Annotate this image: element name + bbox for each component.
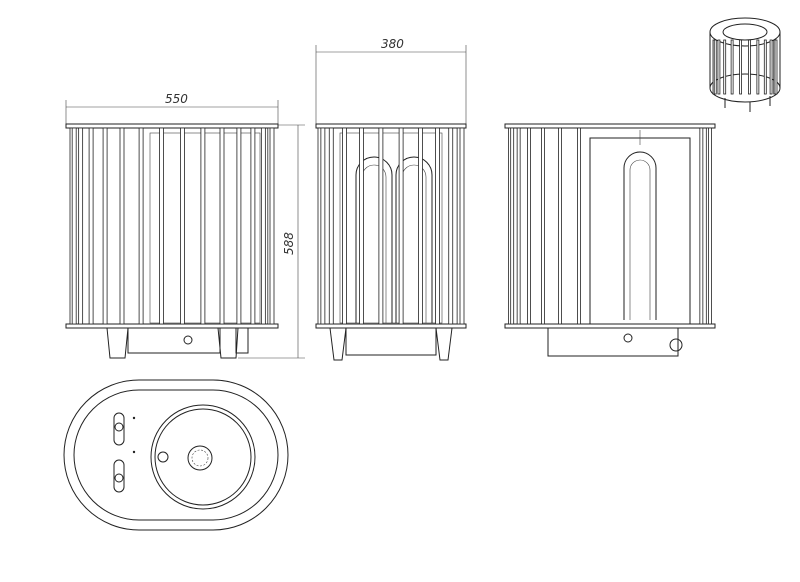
cage-bar [756,39,760,95]
slot [113,412,125,446]
cage-bar [260,127,266,325]
leg-right [217,327,239,359]
cage-bar [730,39,734,95]
leg-left [329,327,347,361]
cage-bar [541,127,545,325]
cage-bar [527,127,531,325]
heating-element [395,156,433,323]
top-rail [315,123,467,129]
cage-bar [180,127,185,325]
cage-bar [739,39,742,95]
top-rail [65,123,279,129]
top-rail [504,123,716,129]
heater-body [339,132,443,324]
cage-bar [328,127,334,325]
connector-icon [669,338,683,352]
cage-bar [748,39,751,95]
isometric-preview [709,17,781,112]
cage-bar [558,127,562,325]
cage-bar [577,127,581,325]
side-view: 380 [315,37,467,361]
cage-bar [459,127,465,325]
cage-bar [717,39,721,95]
cage-bar [78,127,84,325]
cage-bar [448,127,454,325]
grille-icon [187,445,213,471]
leg-right [435,327,453,361]
heating-element-section [623,151,657,320]
cage-bar [88,127,94,325]
cage-bar [723,39,727,95]
sensor-icon [157,451,169,463]
cage-bar [418,127,423,325]
top-view [63,379,289,531]
cage-bar [236,127,242,325]
cage-bar [219,127,225,325]
cage-bar [320,127,326,325]
dimension-label-depth: 380 [381,37,404,51]
cage-bar [713,39,717,95]
cage-bar [763,39,767,95]
top-plate [150,404,256,510]
cage-bar [102,127,108,325]
side-connector [235,327,249,354]
cage-bar [138,127,144,325]
control-box [345,327,437,356]
cage-bar [435,127,440,325]
bottom-rail [65,323,279,329]
dimension-label-width: 550 [165,92,188,106]
screw-icon [623,333,633,343]
bottom-rail [315,323,467,329]
cage-bar [774,39,778,95]
outer-outline [63,379,289,531]
cage-bar [398,127,404,325]
cage-bar [250,127,256,325]
heater-shell [589,137,691,325]
control-box [127,327,221,354]
cage-bar [378,127,384,325]
slot [113,459,125,493]
control-box [547,327,679,357]
cage-bar [699,127,704,325]
cage-bar [510,127,515,325]
cage-bar [119,127,125,325]
front-view: 550 588 [65,92,305,359]
heating-element [355,156,393,323]
section-view [504,123,716,357]
bottom-rail [504,323,716,329]
cage-bar [159,127,164,325]
leg-left [106,327,129,359]
cage-bar [769,39,773,95]
cage-bar [516,127,521,325]
dimension-label-height: 588 [282,232,296,255]
cage-bar [359,127,364,325]
cage-bar [269,127,275,325]
inner-outline [73,389,279,521]
cage-bar [342,127,347,325]
control-knob-icon [183,335,193,345]
cage-bar [708,127,712,325]
cage-bar [71,127,77,325]
cage-bar [200,127,206,325]
